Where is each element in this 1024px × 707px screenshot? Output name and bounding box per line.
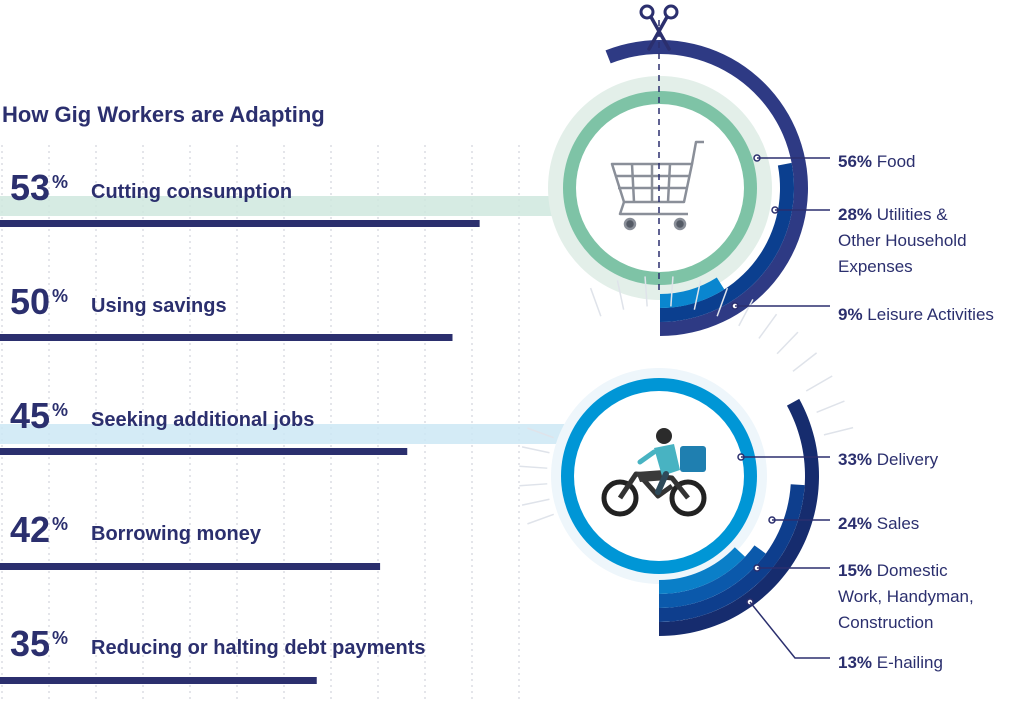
legend-e-hailing: 13% E-hailing <box>838 653 943 672</box>
bike-tank <box>636 470 668 482</box>
bar-label-cutting-consumption: Cutting consumption <box>91 181 292 203</box>
legend-delivery: 33% Delivery <box>838 450 939 469</box>
bar-label-using-savings: Using savings <box>91 295 227 317</box>
seeking-jobs-band <box>0 424 600 444</box>
legend-leisure-activities: 9% Leisure Activities <box>838 305 994 324</box>
rider-arm <box>637 449 657 465</box>
consumption-ring-arc-leisure-activities <box>660 277 725 308</box>
cart-mesh <box>616 163 690 203</box>
scissors-handle-left <box>639 4 655 20</box>
ray-line <box>758 313 778 339</box>
legend-sales: 24% Sales <box>838 514 919 533</box>
jobs-ring-arc-delivery <box>659 398 820 636</box>
ray-line <box>527 513 555 525</box>
ray-line <box>816 400 845 414</box>
ray-line <box>589 287 602 317</box>
bar-percent-sign: % <box>52 400 68 420</box>
ray-line <box>738 299 754 327</box>
chart-title: How Gig Workers are Adapting <box>2 102 325 127</box>
ray-line <box>805 375 833 392</box>
cart-frame <box>618 201 688 216</box>
delivery-motorbike-icon <box>601 428 707 517</box>
bar-value-borrowing-money: 42 <box>10 509 50 550</box>
ray-line <box>527 427 555 439</box>
bar-borrowing-money <box>0 563 381 570</box>
ray-line <box>616 280 625 310</box>
cart-basket <box>610 162 694 204</box>
ray-line <box>716 287 729 317</box>
cart-handle <box>690 140 704 165</box>
bar-label-seeking-additional-jobs: Seeking additional jobs <box>91 409 314 431</box>
bar-label-reducing-or-halting-debt-payments: Reducing or halting debt payments <box>91 637 425 659</box>
cart-wheel <box>623 217 637 231</box>
cart-wheel <box>673 217 687 231</box>
bike-wheel-front <box>601 479 639 517</box>
bar-percent-sign: % <box>52 172 68 192</box>
ray-line <box>521 498 550 506</box>
ray-line <box>670 276 674 307</box>
ray-line <box>519 483 548 487</box>
ray-line <box>792 352 818 372</box>
bar-value-reducing-or-halting-debt-payments: 35 <box>10 623 50 664</box>
ray-line <box>776 331 799 355</box>
bar-percent-sign: % <box>52 286 68 306</box>
delivery-box <box>680 446 706 472</box>
highlight-bands <box>0 196 600 444</box>
breakdown-rings <box>519 40 854 636</box>
jobs-ring-arc-sales <box>659 484 805 622</box>
cutting-consumption-band <box>0 196 600 216</box>
bar-reducing-or-halting-debt-payments <box>0 677 317 684</box>
ray-line <box>823 426 854 436</box>
scissors-handle-right <box>663 4 679 20</box>
bar-seeking-additional-jobs <box>0 448 408 455</box>
bar-cutting-consumption <box>0 220 480 227</box>
ray-line <box>521 446 550 454</box>
bars: 53% Cutting consumption 50% Using savings 45… <box>0 167 480 684</box>
rider-leg <box>655 471 669 495</box>
jobs-ring-arc-domestic-work-handyman-construction <box>659 545 766 608</box>
ray-line <box>693 280 702 310</box>
bar-using-savings <box>0 334 453 341</box>
bar-value-using-savings: 50 <box>10 281 50 322</box>
ray-line <box>644 276 648 307</box>
scissors-blade-right <box>647 15 669 51</box>
shopping-cart-icon <box>610 140 704 231</box>
jobs-ring-arc-e-hailing <box>659 547 746 594</box>
bar-percent-sign: % <box>52 514 68 534</box>
bar-percent-sign: % <box>52 628 68 648</box>
bar-value-seeking-additional-jobs: 45 <box>10 395 50 436</box>
ray-line <box>519 465 548 469</box>
bar-value-cutting-consumption: 53 <box>10 167 50 208</box>
rider-body <box>654 444 680 476</box>
legend-food: 56% Food <box>838 152 916 171</box>
bar-label-borrowing-money: Borrowing money <box>91 523 262 545</box>
scissors-icon <box>639 4 679 51</box>
rider-helmet <box>656 428 672 444</box>
leader-line <box>749 601 830 659</box>
bike-wheel-rear <box>669 479 707 517</box>
